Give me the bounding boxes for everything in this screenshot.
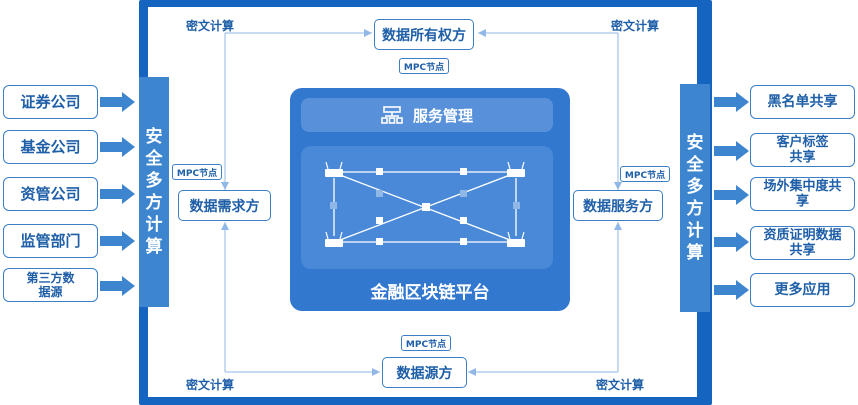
arrow-right-icon <box>100 184 136 204</box>
server-grid-icon <box>381 106 403 124</box>
party-data-service: 数据服务方 <box>573 190 663 221</box>
arrow-right-icon <box>100 92 136 112</box>
mpc-node-top: MPC节点 <box>399 58 449 74</box>
output-qualification-sharing: 资质证明数据 共享 <box>750 226 855 260</box>
left-mpc-bar: 安全多方计算 <box>139 77 169 307</box>
party-data-demander: 数据需求方 <box>178 190 271 221</box>
encrypted-compute-label: 密文计算 <box>186 19 235 33</box>
party-data-source: 数据源方 <box>382 357 467 388</box>
router-icon <box>325 231 343 247</box>
output-otc-concentration-sharing: 场外集中度共 享 <box>750 177 855 211</box>
platform-name: 金融区块链平台 <box>370 283 490 303</box>
encrypted-compute-label: 密文计算 <box>186 378 235 392</box>
service-management-label: 服务管理 <box>412 106 473 125</box>
output-customer-tag-sharing: 客户标签 共享 <box>750 133 855 167</box>
arrow-right-icon <box>714 280 750 300</box>
input-fund-company: 基金公司 <box>3 130 98 164</box>
arrow-right-icon <box>714 92 750 112</box>
arrow-right-icon <box>714 141 750 161</box>
arrow-right-icon <box>100 276 136 296</box>
right-mpc-bar-label: 安全多方计算 <box>686 133 704 263</box>
output-blacklist-sharing: 黑名单共享 <box>750 85 855 119</box>
mpc-node-left: MPC节点 <box>172 164 222 180</box>
party-data-owner: 数据所有权方 <box>374 19 474 50</box>
arrow-right-icon <box>100 137 136 157</box>
arrow-right-icon <box>714 185 750 205</box>
encrypted-compute-label: 密文计算 <box>611 19 660 33</box>
service-management-bar: 服务管理 <box>301 98 553 132</box>
router-icon <box>507 161 525 177</box>
router-icon <box>507 231 525 247</box>
input-third-party-source: 第三方数 据源 <box>3 268 98 302</box>
encrypted-compute-label: 密文计算 <box>596 378 645 392</box>
input-asset-management: 资管公司 <box>3 177 98 211</box>
right-mpc-bar: 安全多方计算 <box>680 84 710 312</box>
arrow-right-icon <box>100 231 136 251</box>
input-securities-company: 证券公司 <box>3 85 98 119</box>
mpc-node-bottom: MPC节点 <box>401 335 451 351</box>
mpc-node-right: MPC节点 <box>620 166 670 182</box>
input-regulator: 监管部门 <box>3 224 98 258</box>
left-mpc-bar-label: 安全多方计算 <box>145 127 163 257</box>
output-more-applications: 更多应用 <box>750 273 855 307</box>
router-icon <box>325 161 343 177</box>
arrow-right-icon <box>714 232 750 252</box>
